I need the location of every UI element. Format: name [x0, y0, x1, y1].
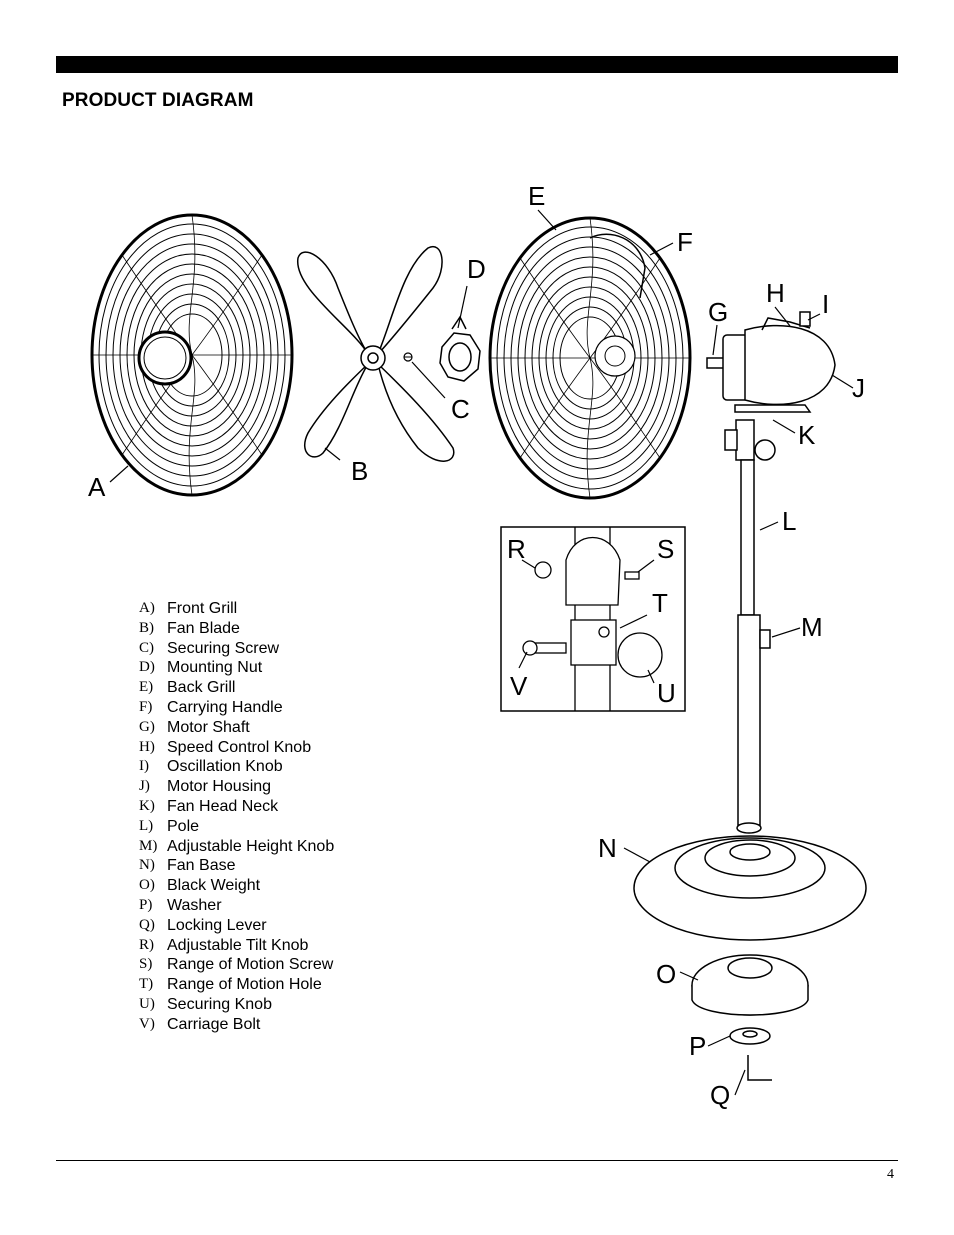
list-item: E)Back Grill	[139, 679, 236, 697]
footer-rule	[56, 1160, 898, 1161]
list-item: U)Securing Knob	[139, 995, 272, 1013]
callout-d: D	[467, 254, 486, 284]
callout-r: R	[507, 534, 526, 564]
callout-p: P	[689, 1031, 706, 1061]
top-bar	[56, 56, 898, 73]
callout-k: K	[798, 420, 816, 450]
callout-c: C	[451, 394, 470, 424]
fan-blade-drawing	[297, 245, 455, 462]
list-item: R)Adjustable Tilt Knob	[139, 936, 309, 954]
callout-g: G	[708, 297, 728, 327]
fan-body-drawing	[633, 311, 867, 1081]
list-item: B)Fan Blade	[139, 619, 240, 637]
callout-h: H	[766, 278, 785, 308]
page-title: PRODUCT DIAGRAM	[62, 90, 254, 111]
callout-m: M	[801, 612, 823, 642]
securing-screw-drawing	[403, 352, 413, 362]
callout-e: E	[528, 181, 545, 211]
back-grill-drawing	[488, 216, 692, 500]
parts-list: A)Front Grill B)Fan Blade C)Securing Scr…	[139, 599, 367, 1035]
mounting-nut-drawing	[439, 315, 481, 382]
list-item: Q)Locking Lever	[139, 916, 267, 934]
list-item: D)Mounting Nut	[139, 659, 263, 677]
callout-l: L	[782, 506, 796, 536]
list-item: O)Black Weight	[139, 877, 261, 895]
list-item: L)Pole	[139, 817, 200, 835]
list-item: S)Range of Motion Screw	[139, 956, 334, 974]
callout-n: N	[598, 833, 617, 863]
callout-t: T	[652, 588, 668, 618]
callout-f: F	[677, 227, 693, 257]
callout-a: A	[88, 472, 106, 502]
callout-b: B	[351, 456, 368, 486]
list-item: C)Securing Screw	[139, 639, 280, 657]
callout-o: O	[656, 959, 676, 989]
page-number: 4	[887, 1167, 894, 1182]
list-item: J)Motor Housing	[139, 778, 272, 796]
list-item: V)Carriage Bolt	[139, 1015, 261, 1033]
list-item: H)Speed Control Knob	[139, 738, 312, 756]
callout-q: Q	[710, 1080, 730, 1110]
list-item: F)Carrying Handle	[139, 698, 283, 716]
list-item: A)Front Grill	[139, 600, 238, 617]
callout-u: U	[657, 678, 676, 708]
callout-leader-lines	[109, 209, 854, 1096]
list-item: P)Washer	[139, 896, 222, 914]
callout-i: I	[822, 289, 829, 319]
list-item: K)Fan Head Neck	[139, 797, 279, 815]
tilt-detail-inset	[500, 526, 686, 712]
list-item: G)Motor Shaft	[139, 718, 250, 736]
list-item: I)Oscillation Knob	[139, 758, 283, 776]
callout-v: V	[510, 671, 528, 701]
callout-s: S	[657, 534, 674, 564]
list-item: T)Range of Motion Hole	[139, 976, 322, 994]
front-grill-drawing	[90, 213, 294, 497]
callout-j: J	[852, 373, 865, 403]
callout-letters: A B C D E F G H I J K L M N O P Q R S T …	[88, 181, 865, 1110]
list-item: M)Adjustable Height Knob	[139, 837, 335, 855]
list-item: N)Fan Base	[139, 857, 236, 875]
